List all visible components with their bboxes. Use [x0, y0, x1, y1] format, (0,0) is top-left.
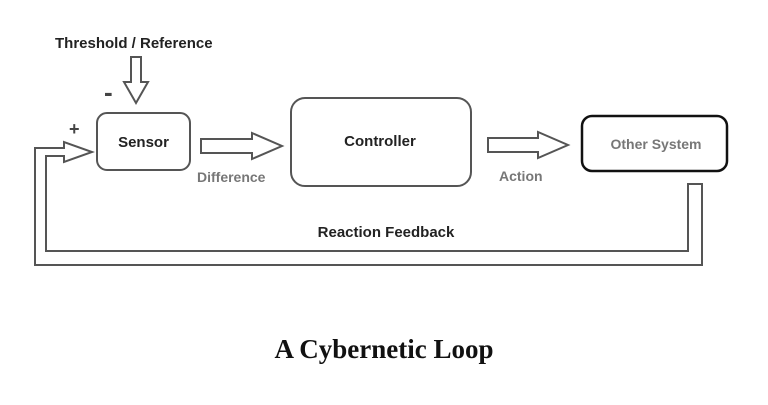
action-arrow	[487, 130, 571, 160]
reference-label: Threshold / Reference	[55, 35, 213, 52]
minus-sign: -	[104, 77, 113, 107]
plus-sign: +	[69, 119, 80, 139]
other-system-box	[580, 114, 729, 173]
sensor-box	[96, 112, 191, 171]
difference-arrow	[200, 131, 285, 161]
controller-label: Controller	[344, 133, 416, 150]
diagram-caption: A Cybernetic Loop	[274, 334, 494, 364]
controller-box	[290, 97, 472, 187]
reference-arrow	[122, 56, 150, 106]
feedback-loop	[34, 140, 703, 266]
action-label: Action	[499, 168, 543, 184]
difference-label: Difference	[197, 169, 266, 185]
feedback-label: Reaction Feedback	[318, 224, 455, 241]
other-system-label: Other System	[610, 136, 701, 152]
sensor-label: Sensor	[118, 134, 169, 151]
